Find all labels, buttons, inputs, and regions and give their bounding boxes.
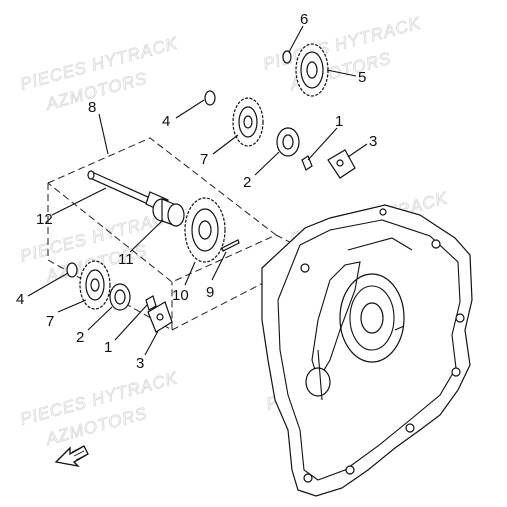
callout-5-top: 5 xyxy=(358,69,366,86)
gear-7-bottom xyxy=(79,260,111,310)
bearing-2-bottom xyxy=(109,283,131,311)
callout-1-top: 1 xyxy=(335,113,343,130)
bolt-1-bottom xyxy=(145,295,157,311)
leader-lines xyxy=(27,25,368,356)
callout-10: 10 xyxy=(172,287,189,304)
washer-4-bottom xyxy=(66,262,78,278)
callout-4-top: 4 xyxy=(162,113,170,130)
callout-2-top: 2 xyxy=(243,174,251,191)
gear-7-top xyxy=(232,97,264,147)
callout-2-bottom: 2 xyxy=(76,329,84,346)
callouts: 6 5 1 3 4 7 2 8 12 11 10 9 4 7 2 1 3 xyxy=(16,11,377,372)
bracket-3-top xyxy=(327,149,356,179)
washer-4-top xyxy=(204,90,216,106)
callout-7-top: 7 xyxy=(200,151,208,168)
callout-3-bottom: 3 xyxy=(136,355,144,372)
front-direction-arrow-icon xyxy=(54,445,89,468)
washer-6-top xyxy=(282,50,292,64)
crankcase-housing xyxy=(261,204,473,497)
gear-5-top xyxy=(295,43,329,97)
callout-4-bottom: 4 xyxy=(16,291,24,308)
callout-12: 12 xyxy=(36,211,53,228)
gear-10 xyxy=(184,197,226,263)
bushing-11 xyxy=(152,198,185,227)
callout-3-top: 3 xyxy=(369,133,377,150)
pin-9 xyxy=(221,239,240,252)
bracket-3-bottom xyxy=(147,301,173,333)
bearing-2-top xyxy=(276,127,300,157)
callout-1-bottom: 1 xyxy=(104,339,112,356)
callout-11: 11 xyxy=(118,251,134,268)
callout-7-bottom: 7 xyxy=(46,313,54,330)
callout-9: 9 xyxy=(206,284,214,301)
callout-8: 8 xyxy=(88,99,96,116)
callout-6-top: 6 xyxy=(300,11,308,28)
bolt-1-top xyxy=(301,155,313,171)
